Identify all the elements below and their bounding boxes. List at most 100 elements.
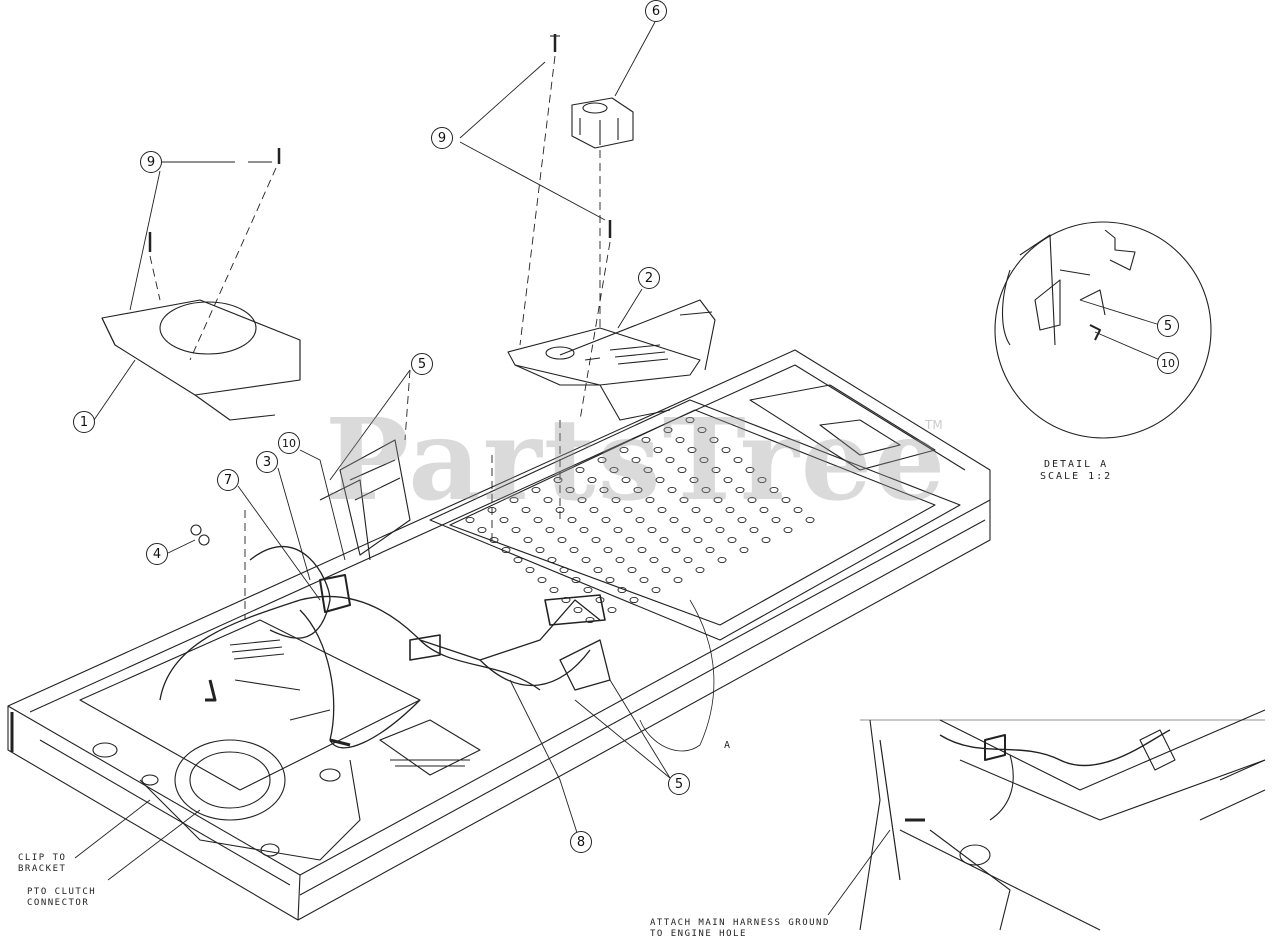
floor-hole (635, 516, 645, 524)
floor-hole (757, 476, 767, 484)
floor-hole (571, 576, 581, 584)
floor-hole (549, 586, 559, 594)
floor-hole (587, 476, 597, 484)
floor-hole (627, 566, 637, 574)
fasteners (148, 34, 612, 546)
floor-hole (693, 536, 703, 544)
floor-hole (661, 566, 671, 574)
callout-9-left: 9 (140, 151, 162, 173)
floor-hole (793, 506, 803, 514)
floor-hole (641, 436, 651, 444)
floor-hole (781, 496, 791, 504)
floor-hole (705, 546, 715, 554)
floor-hole (783, 526, 793, 534)
callout-10-main: 10 (278, 432, 300, 454)
floor-hole (591, 536, 601, 544)
floor-hole (531, 486, 541, 494)
floor-hole (537, 576, 547, 584)
floor-plate (429, 384, 961, 641)
leader-lines (74, 21, 1161, 916)
floor-hole (711, 466, 721, 474)
watermark: PartsTree (325, 395, 948, 526)
floor-hole (575, 466, 585, 474)
callout-8: 8 (570, 831, 592, 853)
floor-hole (715, 526, 725, 534)
callout-6: 6 (645, 0, 667, 22)
floor-hole (557, 536, 567, 544)
floor-hole (653, 446, 663, 454)
floor-hole (697, 426, 707, 434)
floor-hole (721, 446, 731, 454)
floor-hole (673, 576, 683, 584)
callout-9-right: 9 (431, 127, 453, 149)
floor-hole (713, 496, 723, 504)
floor-hole (727, 536, 737, 544)
floor-hole (733, 456, 743, 464)
floor-hole (699, 456, 709, 464)
floor-hole (489, 536, 499, 544)
floor-hole (533, 516, 543, 524)
detail-a-view (994, 221, 1212, 439)
floor-hole (603, 546, 613, 554)
floor-hole (601, 516, 611, 524)
floor-hole (629, 596, 639, 604)
view-a-marker: A (724, 740, 731, 751)
floor-hole (623, 506, 633, 514)
callout-3: 3 (256, 451, 278, 473)
floor-hole (681, 526, 691, 534)
detail-a-label: DETAIL A SCALE 1:2 (1040, 459, 1113, 482)
note-harness-ground: ATTACH MAIN HARNESS GROUND TO ENGINE HOL… (650, 918, 830, 937)
floor-hole (499, 516, 509, 524)
floor-hole (695, 566, 705, 574)
floor-hole (735, 486, 745, 494)
floor-hole (625, 536, 635, 544)
floor-hole (723, 476, 733, 484)
floor-hole (565, 486, 575, 494)
floor-hole (745, 466, 755, 474)
floor-hole (545, 526, 555, 534)
left-deck (79, 619, 481, 861)
floor-hole (659, 536, 669, 544)
floor-hole (535, 546, 545, 554)
floor-hole (725, 506, 735, 514)
floor-hole (679, 496, 689, 504)
floor-hole (717, 556, 727, 564)
callout-5-top: 5 (411, 353, 433, 375)
assembly-lines (149, 55, 611, 620)
floor-hole (747, 496, 757, 504)
floor-hole (621, 476, 631, 484)
floor-hole (665, 456, 675, 464)
floor-hole (585, 616, 595, 624)
callout-1: 1 (73, 411, 95, 433)
floor-hole (513, 556, 523, 564)
callout-7: 7 (217, 469, 239, 491)
floor-hole (589, 506, 599, 514)
floor-hole (669, 516, 679, 524)
floor-hole (547, 556, 557, 564)
floor-hole (615, 556, 625, 564)
floor-hole (805, 516, 815, 524)
floor-hole (655, 476, 665, 484)
callout-2: 2 (638, 267, 660, 289)
floor-hole (643, 466, 653, 474)
floor-hole (651, 586, 661, 594)
floor-hole (617, 586, 627, 594)
floor-hole (607, 606, 617, 614)
floor-hole (703, 516, 713, 524)
floor-hole (637, 546, 647, 554)
floor-hole (769, 486, 779, 494)
floor-hole (597, 456, 607, 464)
floor-hole (523, 536, 533, 544)
floor-hole (749, 526, 759, 534)
chassis-frame (7, 299, 991, 921)
floor-hole (649, 556, 659, 564)
floor-hole (771, 516, 781, 524)
floor-hole (687, 446, 697, 454)
floor-hole (611, 496, 621, 504)
harness-inset (859, 709, 1266, 931)
floor-hole (609, 466, 619, 474)
floor-hole (709, 436, 719, 444)
floor-hole (599, 486, 609, 494)
